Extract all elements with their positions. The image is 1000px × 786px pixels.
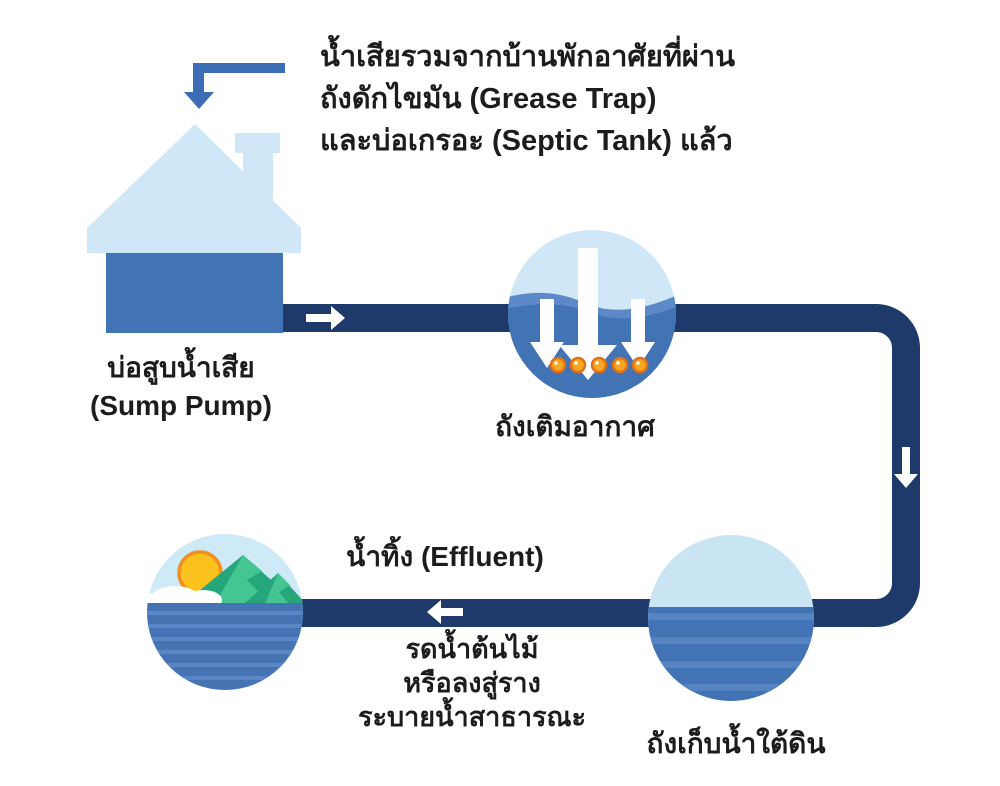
nature-water-stripes [147,611,303,680]
sump-pump-label-thai: บ่อสูบน้ำเสีย [107,352,255,383]
storage-water [648,607,814,701]
aeration-tank-label: ถังเติมอากาศ [495,411,655,442]
flow-arrow-right-icon [306,306,345,330]
underground-tank-icon [648,535,814,701]
sump-pump-label: บ่อสูบน้ำเสีย (Sump Pump) [56,349,306,425]
aeration-tank-icon [508,230,676,398]
storage-water-stripes [648,613,814,691]
underground-tank-label: ถังเก็บน้ำใต้ดิน [646,728,826,759]
pointer-arrow-icon [184,63,285,109]
house-body [106,253,283,333]
effluent-label: น้ำทิ้ง (Effluent) [346,541,544,572]
aeration-down-arrows-icon [530,248,655,380]
inflow-note-line2: ถังดักไขมัน (Grease Trap) [320,83,657,115]
flow-arrow-down-icon [894,447,918,488]
house-roof [87,124,301,253]
flow-arrow-left-icon [427,600,463,624]
nature-scene-icon [147,534,303,690]
sump-pump-label-english: (Sump Pump) [90,390,272,422]
house-icon [87,124,301,333]
inflow-note: น้ำเสียรวมจากบ้านพักอาศัยที่ผ่าน ถังดักไ… [320,36,735,162]
reuse-note-line3: ระบายน้ำสาธารณะ [357,702,587,732]
reuse-note-line2: หรือลงสู่ราง [403,668,541,698]
inflow-note-line3: และบ่อเกรอะ (Septic Tank) แล้ว [320,125,733,157]
bubble-sparkles [554,361,640,365]
reuse-note: รดน้ำต้นไม้ หรือลงสู่ราง ระบายน้ำสาธารณะ [322,632,622,734]
reuse-note-line1: รดน้ำต้นไม้ [405,634,539,664]
inflow-note-line1: น้ำเสียรวมจากบ้านพักอาศัยที่ผ่าน [320,41,736,73]
aeration-bubbles-icon [549,356,649,374]
